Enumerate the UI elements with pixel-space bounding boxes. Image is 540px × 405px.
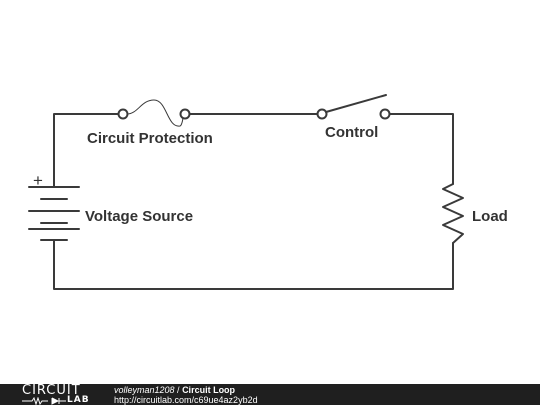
label-load: Load [472, 208, 508, 225]
circuit-title[interactable]: Circuit Loop [182, 385, 236, 395]
credit-line: volleyman1208 / Circuit Loop [114, 385, 235, 395]
resistor-symbol [442, 183, 464, 244]
fuse-element [126, 99, 185, 127]
label-voltage-source: Voltage Source [85, 208, 193, 225]
wire-left-top [53, 113, 119, 187]
battery-plus-sign: + [33, 171, 43, 190]
wire-switch-to-load [388, 113, 454, 185]
fuse-terminal-right [179, 108, 191, 120]
logo-zigzag-icon [22, 397, 66, 405]
logo-text-bottom: LAB [67, 395, 90, 405]
switch-terminal-left [316, 108, 328, 120]
switch-blade [325, 94, 387, 113]
footer-bar: CIRCUIT LAB volleyman1208 / Circuit Loop… [0, 384, 540, 405]
wire-bottom [53, 239, 454, 290]
label-control: Control [325, 124, 378, 141]
circuitlab-logo[interactable]: CIRCUIT LAB [22, 384, 102, 405]
switch-symbol [316, 94, 391, 120]
resistor-zigzag [442, 183, 464, 244]
wires [53, 113, 454, 290]
fuse-symbol [117, 99, 191, 127]
circuit-schematic: + Circuit Protection Control Voltage Sou… [28, 94, 508, 290]
credit-separator: / [174, 385, 183, 395]
battery-symbol: + [28, 171, 80, 241]
switch-terminal-right [379, 108, 391, 120]
fuse-terminal-left [117, 108, 129, 120]
label-circuit-protection: Circuit Protection [87, 130, 213, 147]
circuit-url[interactable]: http://circuitlab.com/c69ue4az2yb2d [114, 395, 258, 405]
author-link[interactable]: volleyman1208 [114, 385, 175, 395]
logo-text-top: CIRCUIT [22, 383, 81, 398]
